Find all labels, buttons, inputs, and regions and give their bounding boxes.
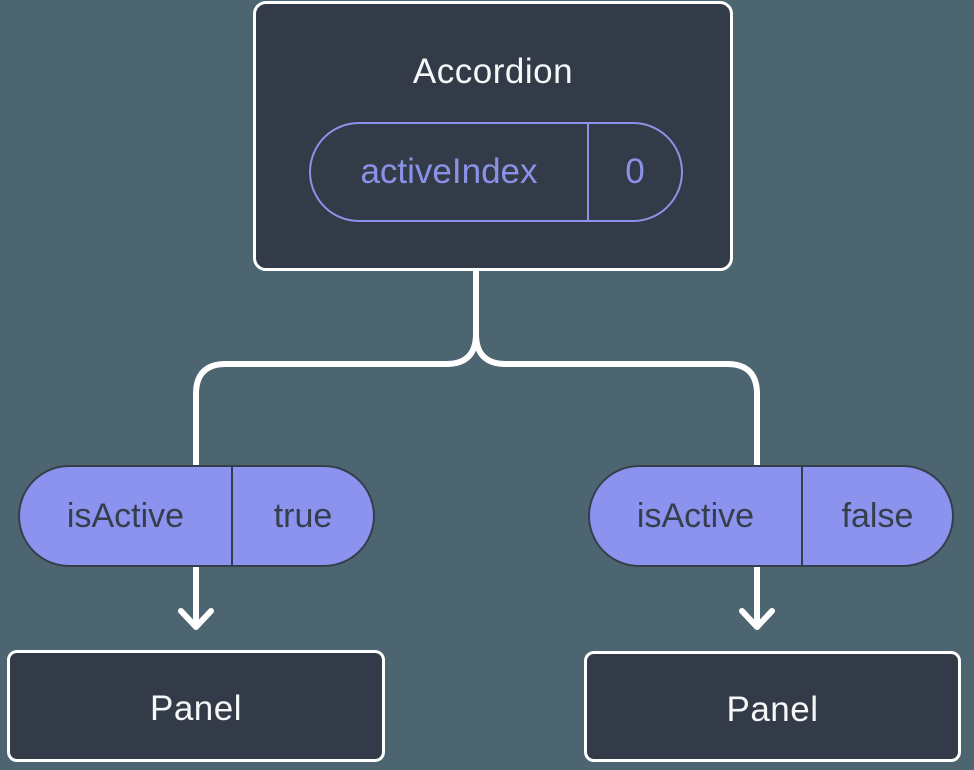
- prop-pill-right-name: isActive: [636, 496, 755, 535]
- arrow-down-right-icon: [739, 608, 775, 630]
- prop-pill-left: isActive true: [18, 465, 375, 567]
- panel-node-left-title: Panel: [149, 689, 243, 728]
- prop-pill-left-name: isActive: [66, 496, 185, 535]
- prop-pill-right: isActive false: [588, 465, 954, 567]
- panel-node-right: Panel: [584, 651, 961, 762]
- edge-root-to-right-panel: [473, 265, 760, 627]
- accordion-node: Accordion activeIndex 0: [253, 1, 733, 271]
- edge-root-to-left-panel: [193, 265, 479, 627]
- panel-node-right-title: Panel: [726, 690, 819, 729]
- accordion-node-title: Accordion: [412, 52, 574, 91]
- state-pill: activeIndex 0: [309, 122, 683, 222]
- state-pill-name: activeIndex: [360, 152, 538, 191]
- panel-node-left: Panel: [7, 650, 385, 762]
- state-pill-value: 0: [587, 124, 681, 220]
- arrow-down-left-icon: [178, 608, 214, 630]
- prop-pill-left-value: true: [231, 467, 373, 565]
- prop-pill-right-value: false: [801, 467, 952, 565]
